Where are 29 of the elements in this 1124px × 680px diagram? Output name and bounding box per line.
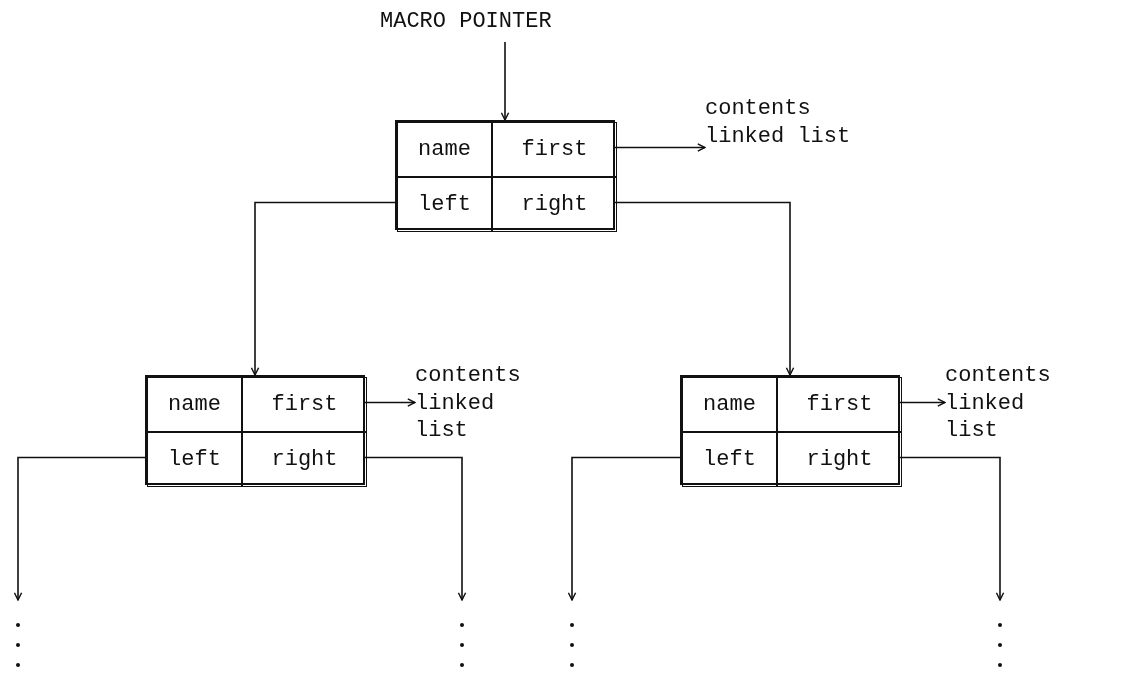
record-box xyxy=(680,375,900,485)
record-field: name xyxy=(682,377,777,432)
record-field: name xyxy=(147,377,242,432)
continuation-arrow xyxy=(567,456,681,601)
node-label: contents linked list xyxy=(705,95,852,150)
record-field: first xyxy=(777,377,902,432)
arrow xyxy=(614,201,795,376)
arrow xyxy=(614,143,706,152)
record-box xyxy=(145,375,365,485)
continuation-arrow xyxy=(13,456,146,601)
record-field: right xyxy=(777,432,902,487)
pointer-label: MACRO POINTER xyxy=(380,8,553,36)
node-label: contents linked list xyxy=(945,362,1052,445)
arrow xyxy=(899,398,946,407)
continuation-arrow xyxy=(364,456,467,601)
record-field: left xyxy=(682,432,777,487)
record-field: first xyxy=(242,377,367,432)
record-field: right xyxy=(492,177,617,232)
record-field: name xyxy=(397,122,492,177)
record-field: left xyxy=(147,432,242,487)
node-label: contents linked list xyxy=(415,362,522,445)
arrow xyxy=(500,41,510,121)
record-field: right xyxy=(242,432,367,487)
continuation-arrow xyxy=(899,456,1005,601)
arrow xyxy=(250,201,396,376)
arrow xyxy=(364,398,416,407)
record-field: first xyxy=(492,122,617,177)
record-box xyxy=(395,120,615,230)
record-field: left xyxy=(397,177,492,232)
